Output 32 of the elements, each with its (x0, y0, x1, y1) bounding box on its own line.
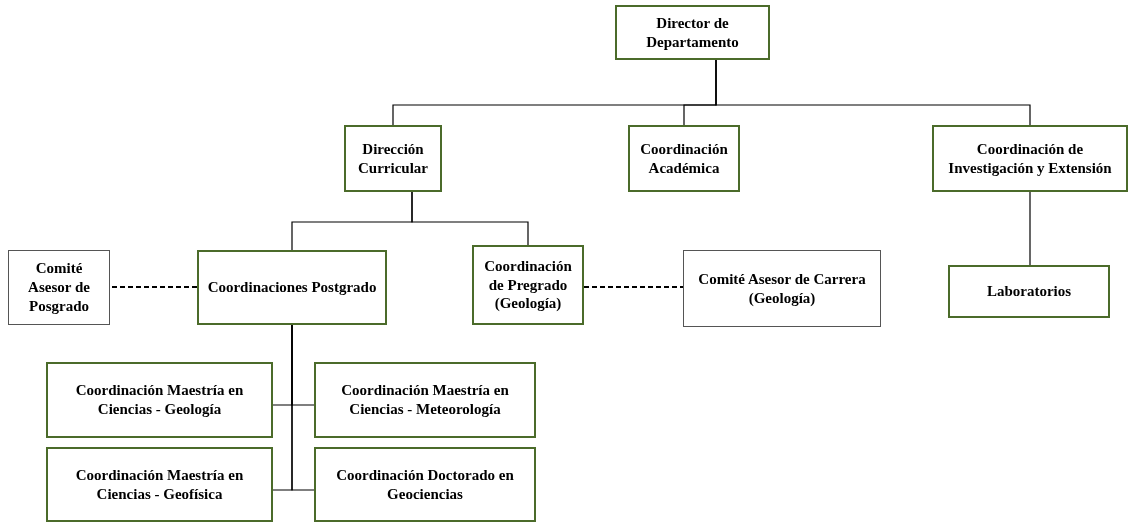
org-box (314, 447, 536, 522)
box-label: Dirección Curricular (357, 139, 429, 178)
org-box (46, 447, 273, 522)
connector-line (715, 59, 1031, 126)
org-box (197, 250, 387, 325)
dashed-connector (583, 286, 684, 288)
org-box (46, 362, 273, 438)
box-label: Coordinación Académica (639, 139, 729, 178)
org-box (8, 250, 110, 325)
org-box (314, 362, 536, 438)
connector-line (1029, 191, 1031, 266)
org-box (683, 250, 881, 327)
box-label: Coordinación de Investigación y Extensión (947, 139, 1113, 178)
connector-line (291, 324, 315, 491)
box-label: Coordinación Maestría en Ciencias - Geología (74, 381, 245, 419)
org-box (948, 265, 1110, 318)
org-box (615, 5, 770, 60)
org-box (472, 245, 584, 325)
dashed-connector (109, 286, 198, 288)
org-box (932, 125, 1128, 192)
box-label: Coordinación de Pregrado (Geología) (483, 256, 573, 314)
box-label: Coordinación Maestría en Ciencias - Meteorología (340, 381, 510, 419)
box-label: Coordinación Maestría en Ciencias - Geofísica (74, 465, 245, 504)
box-label: Coordinaciones Postgrado (207, 278, 377, 297)
org-box (344, 125, 442, 192)
box-label: Comité Asesor de Carrera (Geología) (697, 269, 867, 308)
box-label: Director de Departamento (645, 13, 740, 52)
org-box (628, 125, 740, 192)
box-label: Comité Asesor de Posgrado (27, 259, 91, 316)
box-label: Laboratorios (986, 282, 1072, 301)
connector-line (411, 191, 529, 246)
box-label: Coordinación Doctorado en Geociencias (335, 465, 515, 504)
